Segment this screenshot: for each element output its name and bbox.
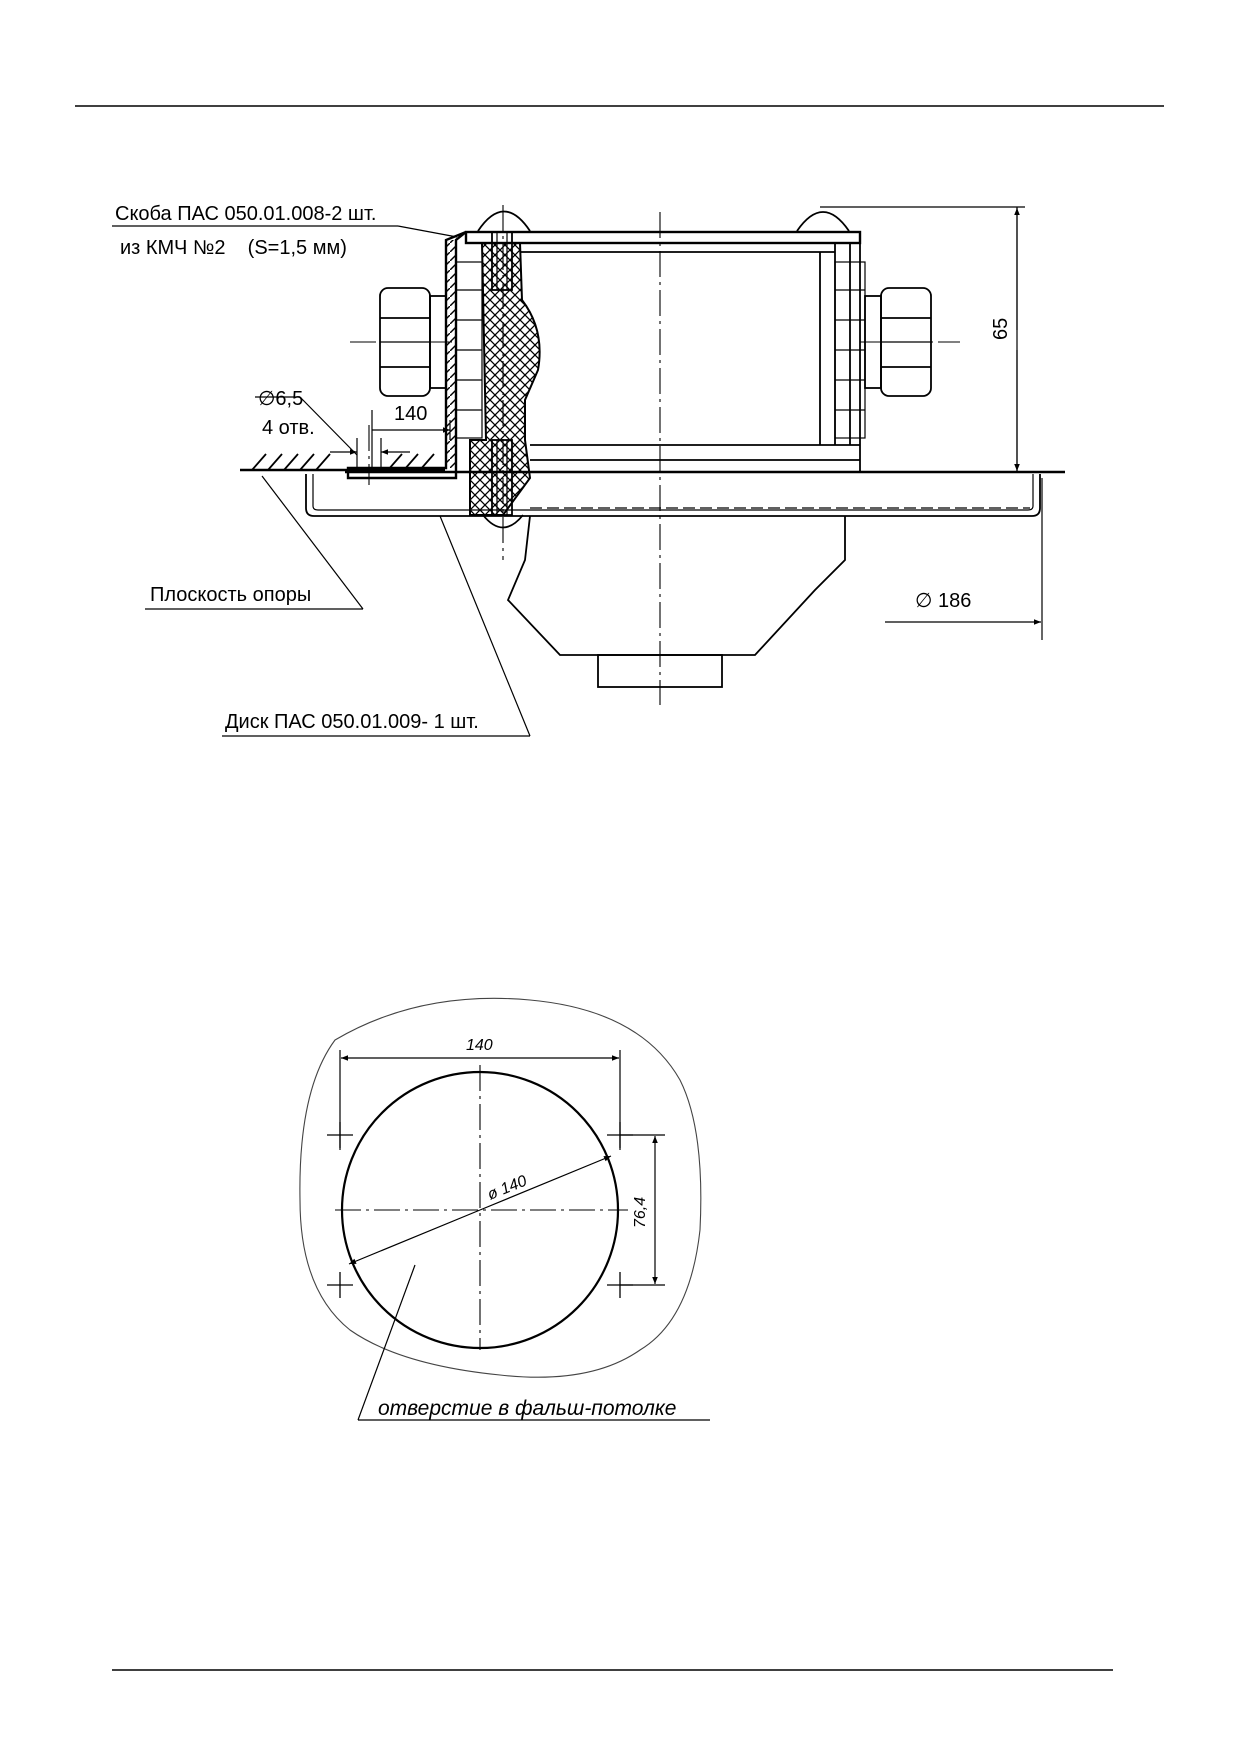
right-cable-gland xyxy=(860,287,960,397)
side-view-drawing xyxy=(112,205,1065,737)
left-cable-gland xyxy=(350,287,452,397)
lower-nozzle xyxy=(597,654,723,688)
left-terminal-stack xyxy=(455,261,483,439)
opening-leader xyxy=(357,1264,416,1421)
dim-65-label: 65 xyxy=(990,318,1012,340)
false-ceiling-outline xyxy=(299,997,702,1378)
bracket-callout-line2: из КМЧ №2 (S=1,5 мм) xyxy=(120,237,347,259)
right-top-rivet xyxy=(796,211,850,232)
bracket-callout-line1: Скоба ПАС 050.01.008-2 шт. xyxy=(115,203,376,225)
cutout-width-label: 140 xyxy=(466,1037,493,1054)
housing-top-plate xyxy=(464,230,862,245)
ground-hatch xyxy=(251,453,435,471)
hole-count-label: 4 отв. xyxy=(262,417,315,439)
dim-140-label: 140 xyxy=(394,403,427,425)
disc-label: Диск ПАС 050.01.009- 1 шт. xyxy=(225,711,479,733)
cutout-spacing-label: 76,4 xyxy=(632,1197,649,1228)
insulator-section xyxy=(469,242,541,516)
support-plane-leader xyxy=(261,475,364,610)
disc-outline xyxy=(305,474,1041,517)
upper-screw xyxy=(491,231,513,291)
lower-screw xyxy=(491,439,513,516)
lower-body xyxy=(506,515,846,656)
opening-label: отверстие в фальш-потолке xyxy=(378,1397,676,1420)
support-plane-label: Плоскость опоры xyxy=(150,584,311,606)
dim-186-label: ∅ 186 xyxy=(915,590,971,612)
disc-leader xyxy=(439,515,531,737)
hole-diameter-label: ∅6,5 xyxy=(258,388,303,410)
left-top-rivet xyxy=(477,210,531,232)
bracket-hatch xyxy=(446,240,456,468)
cutout-view-drawing xyxy=(299,997,710,1421)
